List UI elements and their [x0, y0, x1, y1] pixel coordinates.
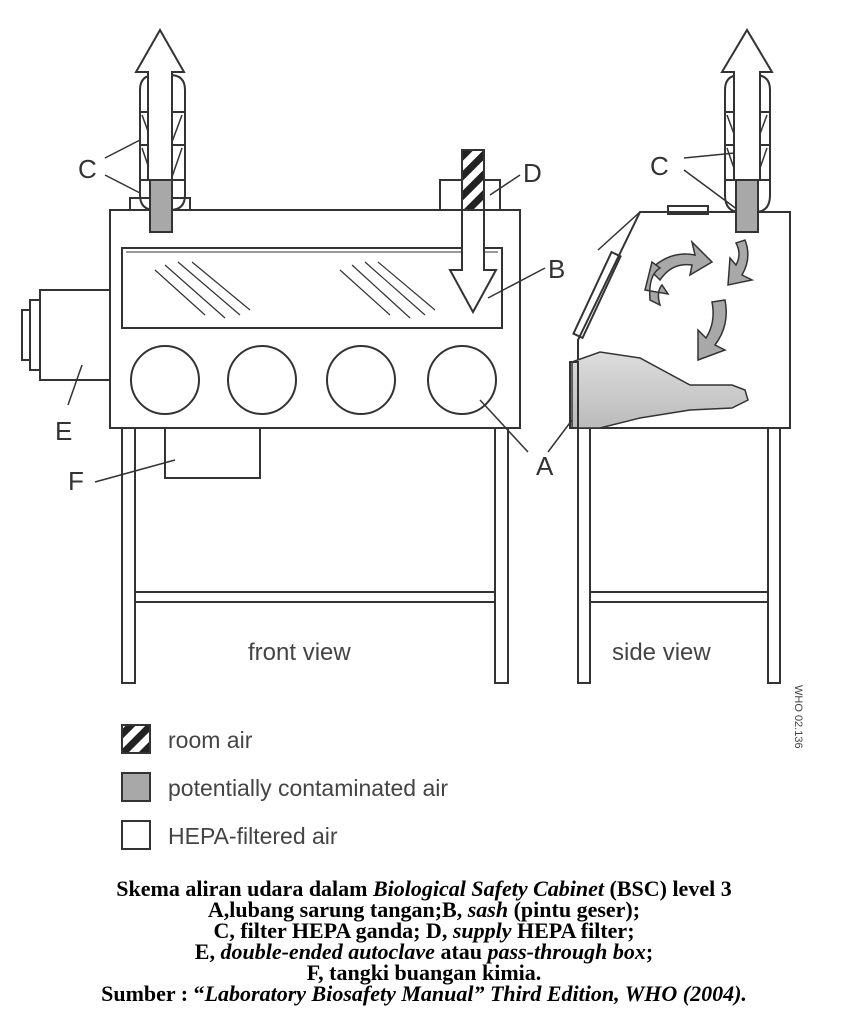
cabinet-body [109, 209, 521, 429]
hepa-exhaust-arrow-front [134, 27, 186, 181]
leader-lines [67, 139, 746, 483]
caption-line-5: F, tangki buangan kimia. [306, 960, 542, 985]
caption-line-3: C, filter HEPA ganda; D, supply HEPA fil… [213, 918, 635, 943]
hepa-exhaust-arrow-side [720, 28, 774, 181]
sash-window [121, 247, 503, 329]
contaminated-air-duct-front [149, 179, 173, 233]
label-c-front: C [78, 154, 97, 184]
side-leg-left [577, 427, 591, 684]
caption-line-4: E, double-ended autoclave atau pass-thro… [194, 939, 654, 964]
label-e: E [55, 416, 72, 446]
caption-line-2: A,lubang sarung tangan;B, sash (pintu ge… [207, 897, 641, 922]
glove-port-2 [227, 345, 297, 415]
label-b: B [548, 254, 565, 284]
side-leg-right [767, 427, 781, 684]
legend-contaminated-air: potentially contaminated air [168, 775, 448, 801]
side-crossbar [589, 591, 769, 603]
label-f: F [68, 466, 84, 496]
legend-room-air: room air [168, 727, 253, 753]
label-a: A [536, 451, 554, 481]
side-view-label: side view [612, 639, 711, 666]
glass-glare-right [339, 261, 436, 319]
side-sash [572, 250, 622, 340]
gray-square-icon [121, 772, 151, 802]
front-view-label: front view [248, 639, 351, 666]
front-crossbar [134, 591, 496, 603]
front-leg-right [494, 427, 509, 684]
caption-line-1: Skema aliran udara dalam Biological Safe… [116, 876, 732, 901]
hepa-supply-arrow [448, 209, 498, 315]
pass-through-box [21, 289, 111, 381]
side-view-cabinet [569, 205, 791, 684]
glove-port-4 [427, 345, 497, 415]
figure-stamp: WHO 02.136 [792, 685, 804, 749]
label-c-side: C [650, 151, 669, 181]
white-square-icon [121, 820, 151, 850]
chemical-drain-tank [164, 427, 261, 479]
glove-port-1 [130, 345, 200, 415]
glove-port-3 [326, 345, 396, 415]
figure-caption: Skema aliran udara dalam Biological Safe… [0, 876, 848, 1006]
room-air-supply-duct [461, 149, 485, 211]
circulation-arrows [644, 239, 755, 362]
side-cabinet-body [577, 211, 791, 429]
contaminated-air-duct-side [735, 179, 759, 233]
front-leg-left [121, 427, 136, 684]
glass-glare-left [154, 261, 251, 319]
legend-hepa-air: HEPA-filtered air [168, 823, 338, 849]
glove-arm [571, 351, 749, 429]
label-d: D [523, 158, 542, 188]
hatched-square-icon [121, 724, 151, 754]
caption-line-6: Sumber : “Laboratory Biosafety Manual” T… [101, 981, 747, 1006]
front-view-cabinet [21, 179, 521, 684]
